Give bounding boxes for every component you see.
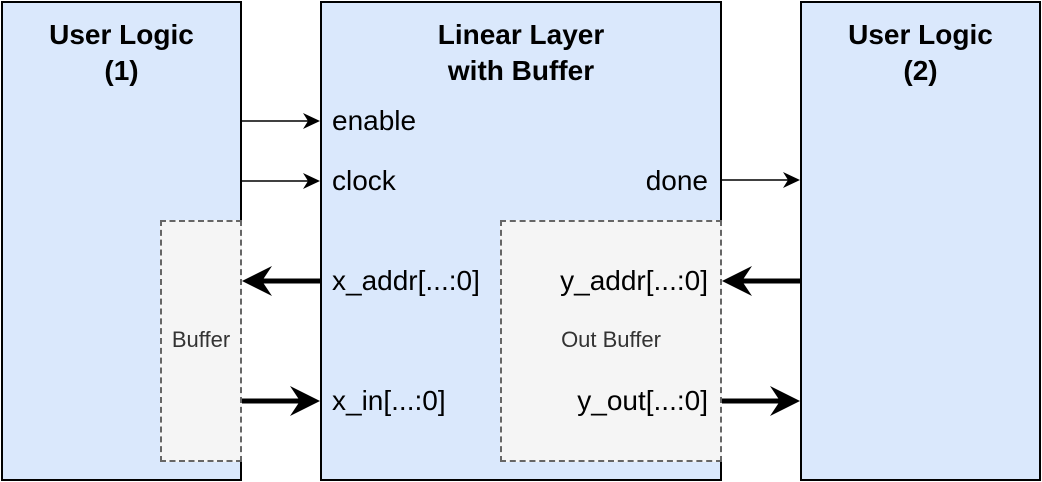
output-buffer: Out Buffer xyxy=(500,220,722,462)
port-done: done xyxy=(645,165,708,196)
port-clock: clock xyxy=(332,165,396,196)
arrow-done xyxy=(722,172,800,188)
arrow-clock xyxy=(242,173,320,189)
user-logic-2-title: User Logic (2) xyxy=(802,17,1039,89)
port-y-out: y_out[...:0] xyxy=(577,385,708,416)
arrow-y-out xyxy=(722,386,800,416)
linear-layer-title-line1: Linear Layer xyxy=(437,19,605,50)
port-x-in: x_in[...:0] xyxy=(332,385,446,416)
user-logic-1-title: User Logic (1) xyxy=(3,17,240,89)
user-logic-2-block: User Logic (2) xyxy=(800,1,1041,481)
output-buffer-label: Out Buffer xyxy=(561,327,661,352)
user-logic-2-title-line1: User Logic xyxy=(848,19,993,50)
port-enable: enable xyxy=(332,105,417,136)
input-buffer-label: Buffer xyxy=(171,327,231,352)
arrow-y-addr xyxy=(722,266,800,296)
arrow-enable xyxy=(242,113,320,129)
arrow-x-addr xyxy=(242,266,320,296)
user-logic-1-title-line1: User Logic xyxy=(49,19,194,50)
port-y-addr: y_addr[...:0] xyxy=(560,265,708,296)
user-logic-2-title-line2: (2) xyxy=(903,55,938,86)
user-logic-1-title-line2: (1) xyxy=(104,55,139,86)
linear-layer-title-line2: with Buffer xyxy=(447,55,595,86)
input-buffer: Buffer xyxy=(160,220,242,462)
port-x-addr: x_addr[...:0] xyxy=(332,265,480,296)
arrow-x-in xyxy=(242,386,320,416)
linear-layer-title: Linear Layer with Buffer xyxy=(322,17,720,89)
